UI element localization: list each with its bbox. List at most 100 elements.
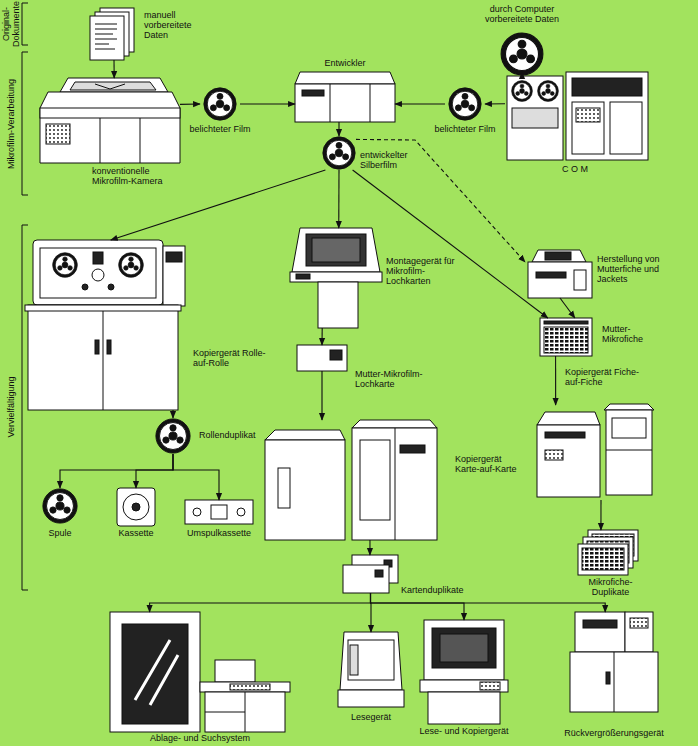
device-label: Mutter-Mikrofilm-Lochkarte	[355, 369, 425, 389]
film-developer	[295, 72, 395, 122]
copier-lens	[93, 252, 103, 264]
reel-symbol	[449, 88, 481, 120]
device-label: manuell vorbereitete Daten	[144, 10, 199, 40]
cassette-body	[117, 488, 155, 526]
reel-symbol	[512, 81, 533, 102]
retrieval-interior	[122, 624, 188, 724]
copier-line	[606, 450, 652, 451]
cassette-hub	[132, 503, 140, 511]
reel-symbol	[119, 253, 144, 278]
fiche-duplicates	[578, 530, 638, 575]
device-node: Kassette	[117, 488, 155, 526]
cassette-hole	[237, 508, 245, 516]
copier-tower	[606, 410, 652, 495]
developer-body	[295, 84, 395, 122]
device-label: C O M	[545, 164, 605, 174]
section-label: Original-Dokumente	[1, 0, 21, 48]
reader-screen	[432, 628, 496, 668]
fiche-frames	[582, 548, 624, 570]
terminal-screen	[215, 660, 255, 682]
maker-box	[574, 270, 586, 290]
cassette-ring	[123, 494, 149, 520]
flow-arrow	[370, 593, 372, 632]
copier-knob	[92, 269, 104, 281]
reel-symbol	[204, 88, 236, 120]
developer-slot	[302, 90, 324, 96]
bracket-line	[22, 3, 28, 590]
mounter-screen-inner	[312, 238, 360, 262]
device-label: Spule	[30, 528, 90, 538]
enlarger-head	[575, 612, 625, 652]
mounter-desk	[290, 272, 382, 282]
device-label: belichteter Film	[425, 124, 505, 134]
copier-line	[395, 428, 396, 540]
section-label: Mikrofilm-Verarbeitung	[6, 49, 16, 199]
card-body	[343, 565, 389, 593]
reader	[338, 632, 404, 707]
microfilm-camera	[40, 78, 180, 163]
flow-arrow	[113, 60, 114, 78]
reel-symbol	[501, 33, 543, 75]
copier-door-line	[103, 311, 104, 410]
com-display	[572, 78, 642, 96]
copier-window	[612, 418, 646, 438]
terminal-drawers	[205, 692, 245, 732]
document-stack	[90, 8, 134, 60]
device-node: Rückvergrößerungsgerät	[570, 612, 658, 712]
flow-arrow	[371, 593, 465, 620]
flow-arrow	[240, 103, 295, 104]
flow-arrow	[180, 103, 200, 104]
device-node: Rollenduplikat	[155, 418, 191, 454]
com-door	[610, 102, 642, 154]
flow-arrow	[371, 593, 606, 612]
rewind-cassette	[185, 500, 253, 524]
card-copier	[265, 420, 437, 540]
enlarger-slot	[583, 620, 617, 628]
mounter-knob	[296, 274, 310, 279]
device-node: Lese- und Kopiergerät	[420, 620, 508, 724]
flow-arrow	[555, 356, 556, 405]
flow-arrow	[338, 170, 339, 228]
camera-keypad	[46, 124, 70, 144]
enlarger-door-line	[614, 652, 615, 712]
copier-lid	[604, 404, 654, 410]
fiche-header	[544, 321, 588, 324]
reel-symbol	[156, 419, 190, 453]
device-node: Mutter-Mikrofilm-Lochkarte	[297, 345, 347, 371]
maker-window	[545, 252, 571, 260]
copier-unit	[537, 425, 600, 497]
device-node: durch Computer vorbereitete Daten	[500, 32, 544, 76]
device-node: Kopiergerät Rolle-auf-Rolle	[25, 240, 190, 410]
mounter-base	[318, 282, 358, 328]
device-node: Spule	[42, 488, 78, 524]
device-label: Lesegerät	[330, 712, 412, 722]
document-page	[90, 16, 124, 60]
flow-arrow	[395, 103, 445, 104]
retrieval-system	[110, 612, 290, 732]
flow-arrow	[521, 72, 522, 76]
flow-arrow	[369, 540, 370, 555]
fiche-maker	[528, 250, 592, 298]
flow-arrow	[338, 122, 339, 136]
flow-arrow	[600, 500, 601, 530]
device-label: Kartenduplikate	[401, 585, 471, 595]
enlarger-cabinet	[570, 652, 658, 712]
reel-symbol	[538, 81, 559, 102]
reel-symbol	[323, 137, 355, 169]
flow-arrow	[172, 410, 173, 418]
camera-top	[60, 78, 168, 92]
cassette-window	[211, 505, 227, 519]
reader-printer	[420, 620, 508, 724]
device-label: konventionelle Mikrofilm-Kamera	[92, 166, 172, 186]
camera-body	[40, 92, 180, 163]
device-node: manuell vorbereitete Daten	[88, 8, 140, 60]
section-bracket	[22, 3, 28, 590]
device-node: Kartenduplikate	[343, 555, 398, 593]
copier-handle	[95, 340, 99, 354]
device-label: Rückvergrößerungsgerät	[554, 728, 674, 738]
section-label: Vervielfältigung	[6, 307, 16, 507]
copier-knob	[108, 284, 114, 290]
camera-doors	[100, 118, 140, 163]
copier-rim	[25, 305, 181, 311]
master-fiche	[540, 318, 592, 356]
